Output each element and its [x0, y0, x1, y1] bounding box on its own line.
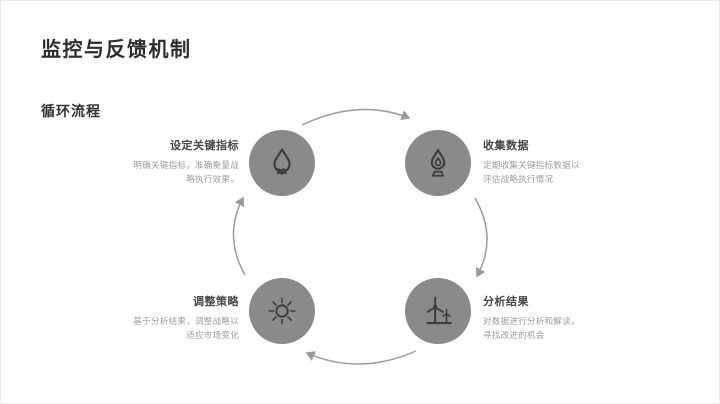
step-block-adjust-strategy: 调整策略 基于分析结果，调整战略以适应市场变化 — [129, 293, 239, 342]
arrow-top — [301, 108, 411, 126]
page-title: 监控与反馈机制 — [41, 39, 192, 61]
cycle-node-set-key-indicators — [249, 130, 315, 196]
cycle-node-analyze-results — [405, 278, 471, 344]
flame-icon — [430, 148, 446, 177]
arrow-left — [232, 196, 246, 276]
wind-turbine-icon — [426, 296, 452, 325]
sun-icon — [268, 297, 296, 325]
step-desc-collect-data: 定期收集关键指标数据以评估战略执行情况 — [483, 160, 580, 184]
cycle-node-collect-data — [405, 130, 471, 196]
step-title-adjust-strategy: 调整策略 — [193, 296, 239, 308]
arrow-bottom — [305, 350, 417, 365]
step-block-collect-data: 收集数据 定期收集关键指标数据以评估战略执行情况 — [483, 137, 587, 186]
step-desc-analyze-results: 对数据进行分析和解读，寻找改进的机会 — [483, 316, 580, 340]
step-block-analyze-results: 分析结果 对数据进行分析和解读，寻找改进的机会 — [483, 293, 587, 342]
step-title-set-key-indicators: 设定关键指标 — [170, 140, 239, 152]
step-title-analyze-results: 分析结果 — [483, 296, 529, 308]
step-title-collect-data: 收集数据 — [483, 140, 529, 152]
cycle-node-adjust-strategy — [249, 278, 315, 344]
step-desc-set-key-indicators: 明确关键指标，准确衡量战略执行效果。 — [133, 160, 239, 184]
section-subtitle: 循环流程 — [41, 103, 101, 119]
step-block-set-key-indicators: 设定关键指标 明确关键指标，准确衡量战略执行效果。 — [129, 137, 239, 186]
step-desc-adjust-strategy: 基于分析结果，调整战略以适应市场变化 — [133, 316, 239, 340]
arrow-right — [474, 197, 488, 278]
water-drop-icon — [273, 148, 291, 175]
